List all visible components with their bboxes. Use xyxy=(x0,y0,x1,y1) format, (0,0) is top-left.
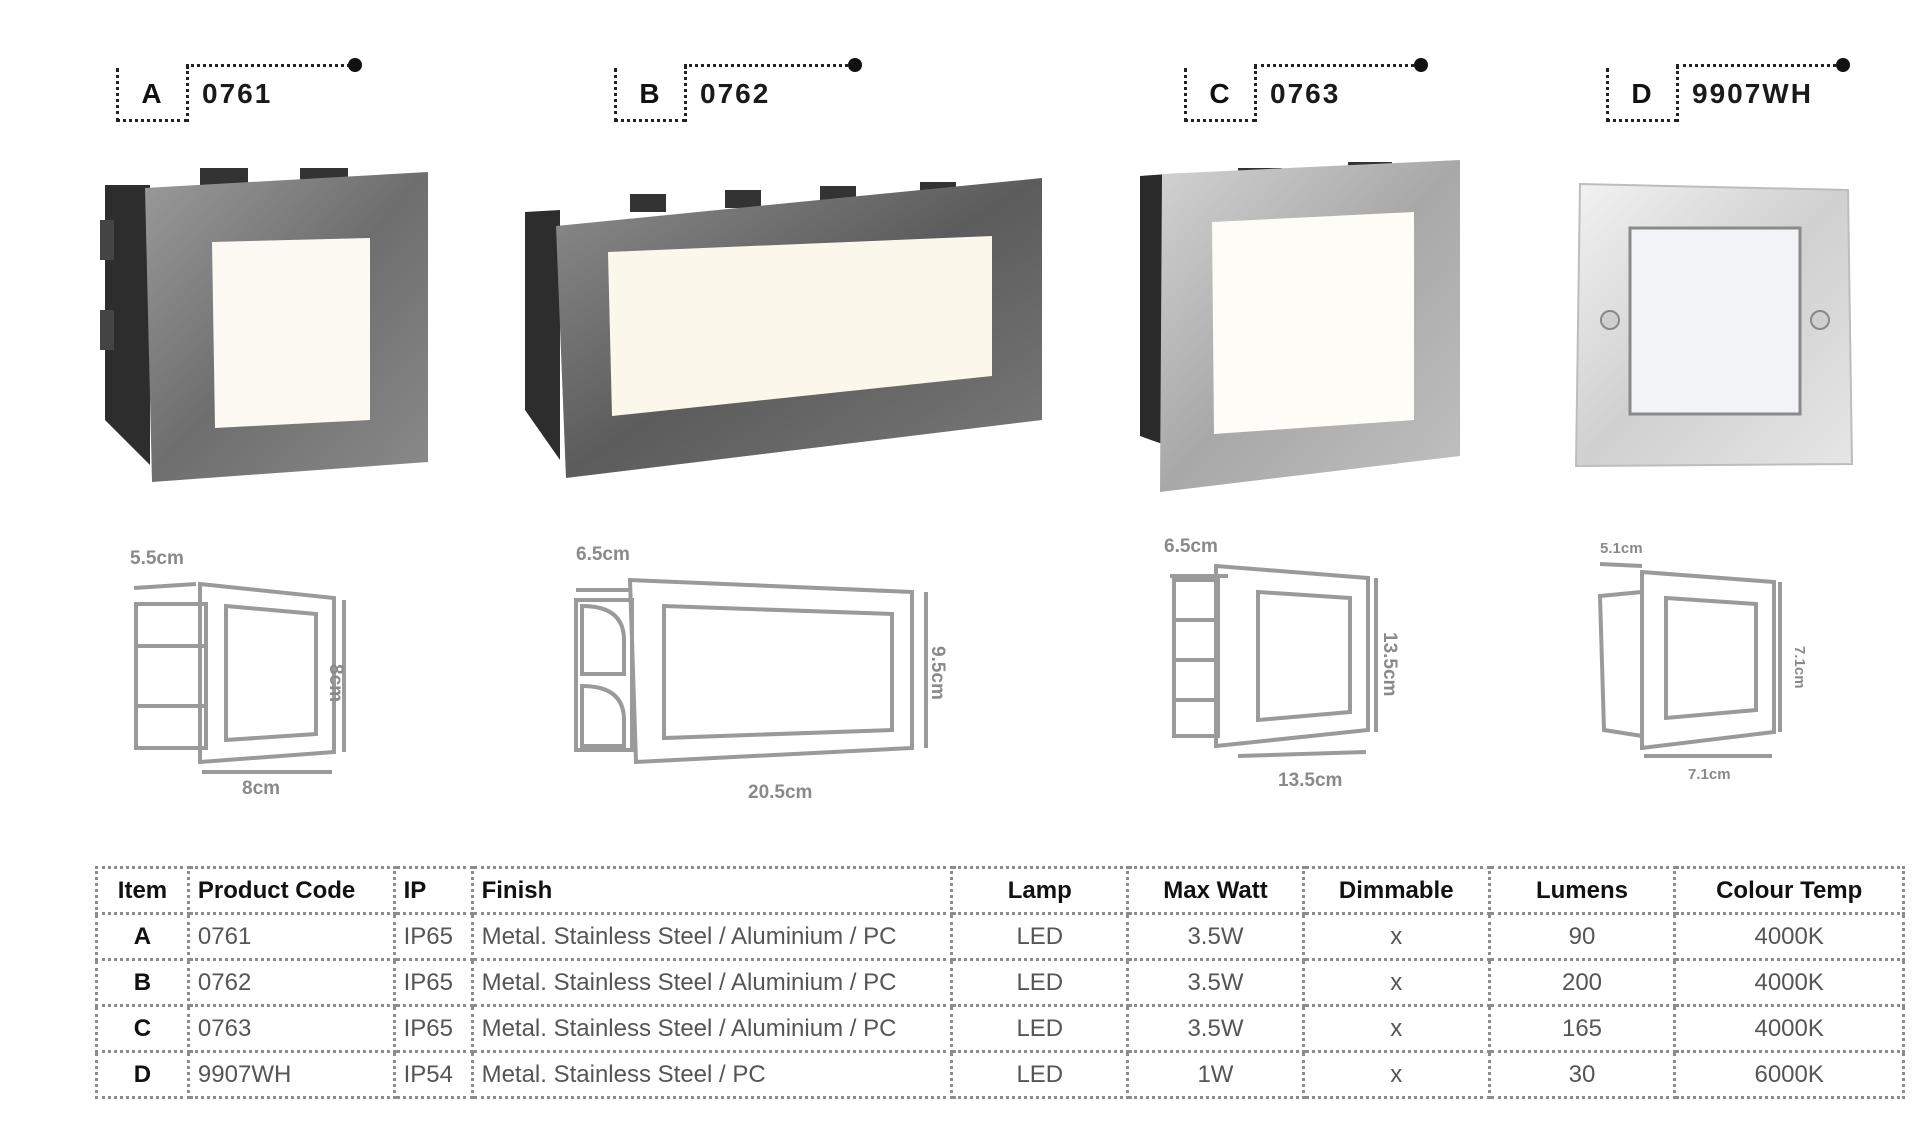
lead-dot xyxy=(1836,58,1850,72)
product-photo-a xyxy=(100,168,428,482)
cell-max-watt: 1W xyxy=(1126,1050,1305,1099)
cell-product-code: 0761 xyxy=(186,912,396,961)
lead-dot xyxy=(348,58,362,72)
cell-finish: Metal. Stainless Steel / Aluminium / PC xyxy=(470,1004,954,1053)
label-box xyxy=(614,68,686,122)
cell-ip: IP65 xyxy=(392,912,474,961)
cell-item: A xyxy=(95,912,190,961)
col-header-max-watt: Max Watt xyxy=(1126,866,1305,915)
cell-dimmable: x xyxy=(1301,958,1491,1007)
product-code: 0761 xyxy=(202,78,273,109)
dim-width-a: 8cm xyxy=(242,778,281,799)
col-header-lamp: Lamp xyxy=(950,866,1130,915)
product-letter: B xyxy=(639,78,661,109)
table-row: B 0762 IP65 Metal. Stainless Steel / Alu… xyxy=(95,958,1905,1007)
product-letter: A xyxy=(141,78,163,109)
drawing-c xyxy=(1170,563,1378,758)
dim-width-d: 7.1cm xyxy=(1688,766,1731,783)
cell-finish: Metal. Stainless Steel / Aluminium / PC xyxy=(470,958,954,1007)
product-letter: C xyxy=(1209,78,1231,109)
dim-height-d: 7.1cm xyxy=(1791,646,1808,689)
cell-max-watt: 3.5W xyxy=(1126,912,1305,961)
drawing-b xyxy=(574,577,928,765)
col-header-item: Item xyxy=(95,866,190,915)
product-code: 9907WH xyxy=(1692,78,1813,109)
spec-table: Item Product Code IP Finish Lamp Max Wat… xyxy=(95,866,1905,1099)
product-photo-d xyxy=(1574,182,1854,468)
cell-dimmable: x xyxy=(1301,1050,1491,1099)
cell-product-code: 0763 xyxy=(186,1004,396,1053)
lead-dot xyxy=(848,58,862,72)
label-box xyxy=(1184,68,1256,122)
cell-colour-temp: 4000K xyxy=(1673,1004,1905,1053)
drawing-d xyxy=(1597,562,1782,758)
cell-product-code: 9907WH xyxy=(186,1050,396,1099)
cell-item: B xyxy=(95,958,190,1007)
cell-item: D xyxy=(95,1050,190,1099)
cell-ip: IP65 xyxy=(392,1004,474,1053)
col-header-product-code: Product Code xyxy=(186,866,396,915)
table-row: A 0761 IP65 Metal. Stainless Steel / Alu… xyxy=(95,912,1905,961)
col-header-colour-temp: Colour Temp xyxy=(1673,866,1905,915)
cell-ip: IP54 xyxy=(392,1050,474,1099)
table-header-row: Item Product Code IP Finish Lamp Max Wat… xyxy=(95,866,1905,915)
product-photo-c xyxy=(1140,160,1460,492)
dim-depth-a: 5.5cm xyxy=(130,548,184,569)
cell-dimmable: x xyxy=(1301,1004,1491,1053)
cell-lumens: 165 xyxy=(1487,1004,1677,1053)
cell-dimmable: x xyxy=(1301,912,1491,961)
cell-lamp: LED xyxy=(950,958,1130,1007)
dim-depth-b: 6.5cm xyxy=(576,544,630,565)
cell-max-watt: 3.5W xyxy=(1126,958,1305,1007)
dim-width-c: 13.5cm xyxy=(1278,770,1343,791)
cell-colour-temp: 4000K xyxy=(1673,912,1905,961)
col-header-ip: IP xyxy=(392,866,474,915)
product-photo-b xyxy=(525,178,1042,478)
cell-finish: Metal. Stainless Steel / PC xyxy=(470,1050,954,1099)
dim-height-a: 8cm xyxy=(325,664,346,703)
product-code: 0763 xyxy=(1270,78,1341,109)
cell-lamp: LED xyxy=(950,912,1130,961)
cell-lamp: LED xyxy=(950,1050,1130,1099)
label-box xyxy=(1606,68,1678,122)
drawing-a xyxy=(133,581,346,774)
col-header-lumens: Lumens xyxy=(1487,866,1677,915)
dim-depth-d: 5.1cm xyxy=(1600,540,1643,557)
dim-height-b: 9.5cm xyxy=(927,646,948,700)
cell-lumens: 200 xyxy=(1487,958,1677,1007)
cell-colour-temp: 4000K xyxy=(1673,958,1905,1007)
product-code: 0762 xyxy=(700,78,771,109)
cell-max-watt: 3.5W xyxy=(1126,1004,1305,1053)
col-header-dimmable: Dimmable xyxy=(1301,866,1491,915)
table-row: C 0763 IP65 Metal. Stainless Steel / Alu… xyxy=(95,1004,1905,1053)
cell-lumens: 90 xyxy=(1487,912,1677,961)
table-row: D 9907WH IP54 Metal. Stainless Steel / P… xyxy=(95,1050,1905,1099)
cell-finish: Metal. Stainless Steel / Aluminium / PC xyxy=(470,912,954,961)
cell-item: C xyxy=(95,1004,190,1053)
dim-width-b: 20.5cm xyxy=(748,782,813,803)
label-box xyxy=(116,68,188,122)
lead-dot xyxy=(1414,58,1428,72)
dim-depth-c: 6.5cm xyxy=(1164,536,1218,557)
cell-lamp: LED xyxy=(950,1004,1130,1053)
cell-ip: IP65 xyxy=(392,958,474,1007)
dim-height-c: 13.5cm xyxy=(1379,632,1400,697)
product-letter: D xyxy=(1631,78,1653,109)
cell-lumens: 30 xyxy=(1487,1050,1677,1099)
col-header-finish: Finish xyxy=(470,866,954,915)
cell-colour-temp: 6000K xyxy=(1673,1050,1905,1099)
cell-product-code: 0762 xyxy=(186,958,396,1007)
